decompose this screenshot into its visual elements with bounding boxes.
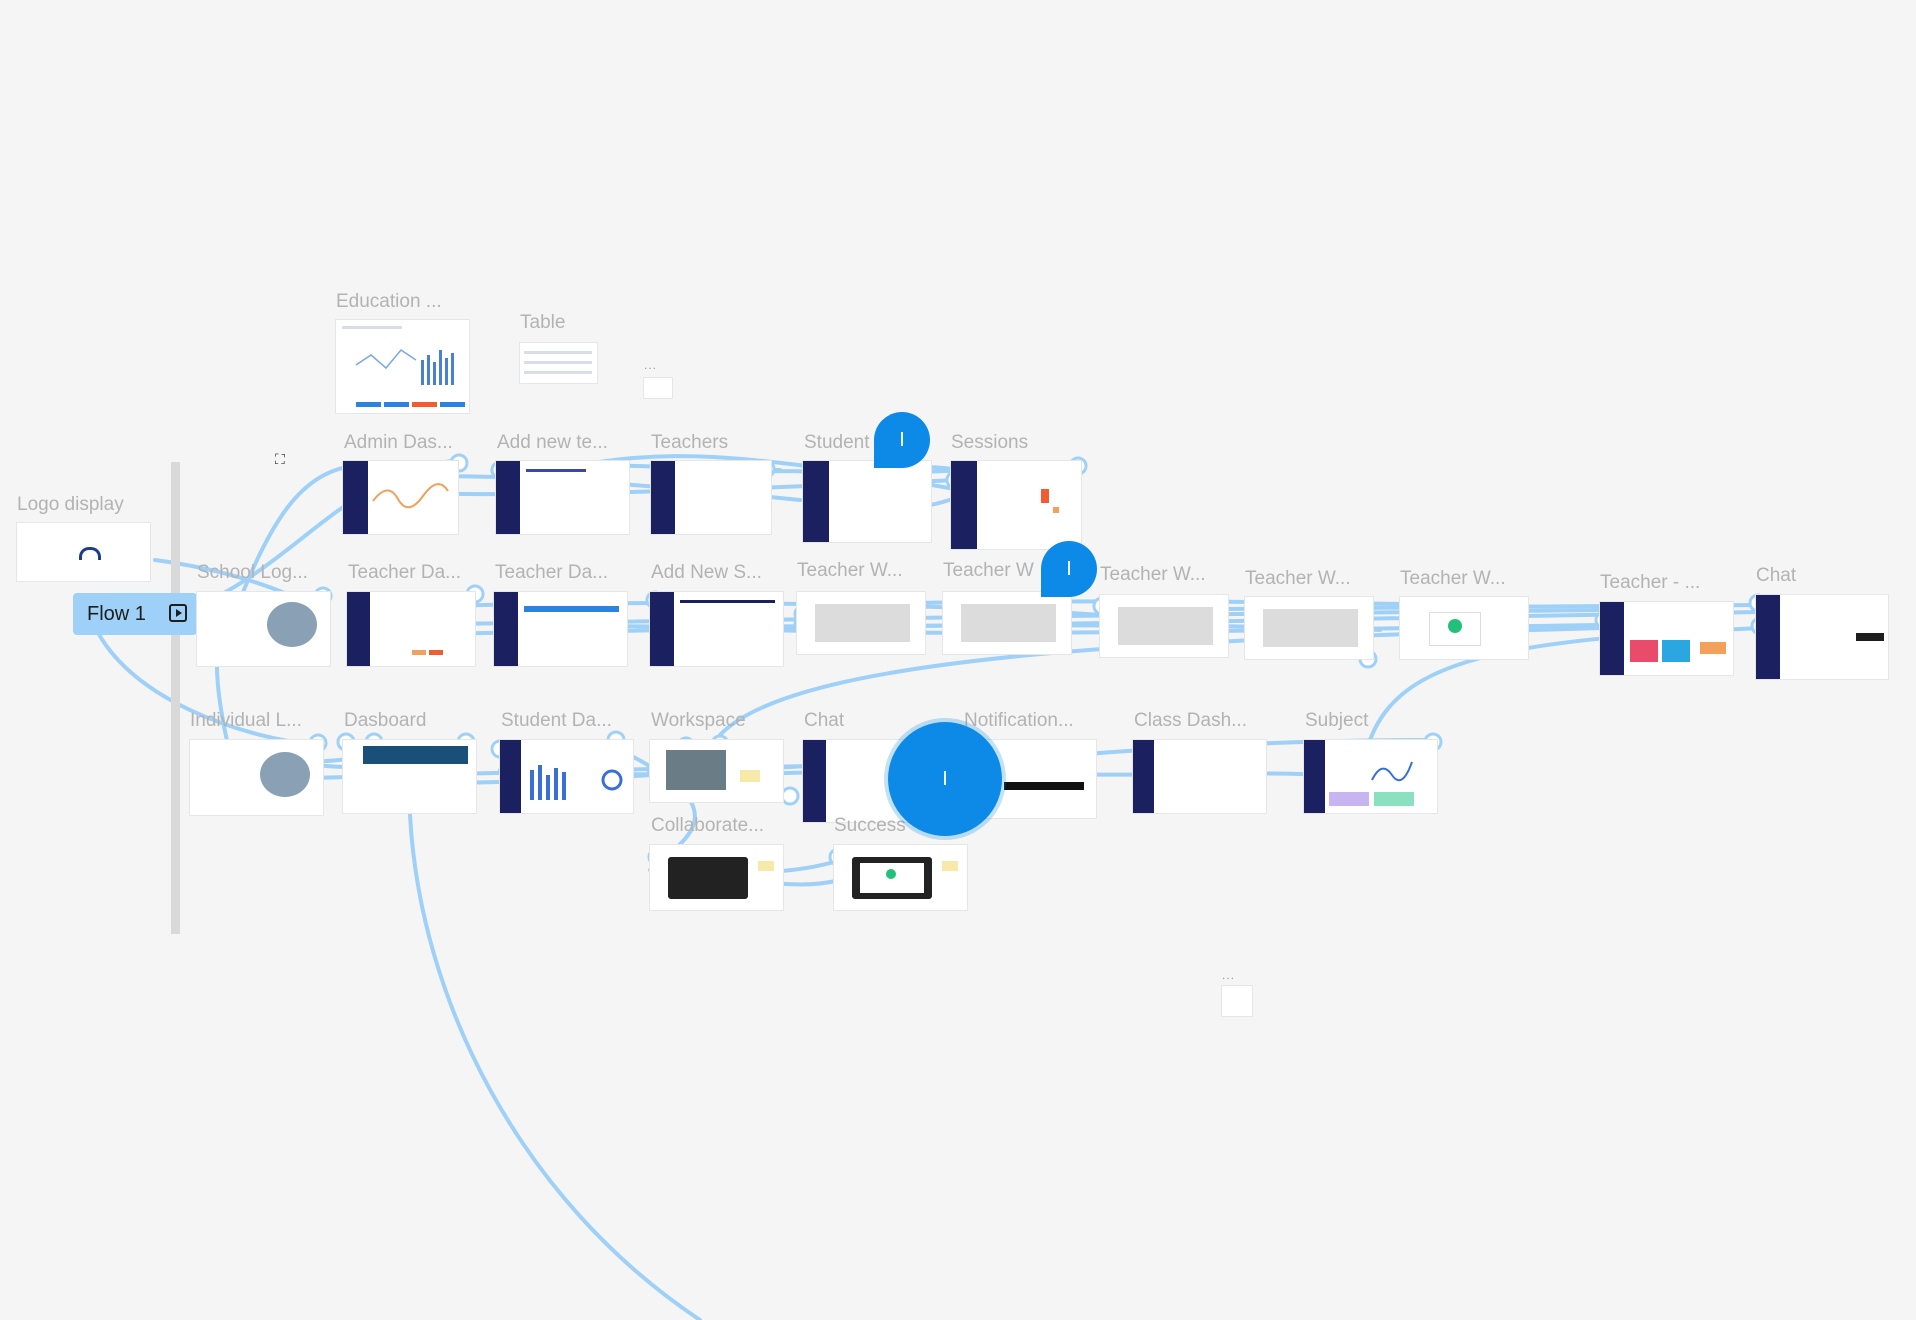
frame-label-add-new-teacher[interactable]: Add new te... [497, 432, 608, 453]
frame-teacher-dashboard-2[interactable] [494, 592, 627, 666]
frame-teacher-dashboard-1[interactable] [347, 592, 475, 666]
frame-label-school-login[interactable]: School Log... [197, 562, 308, 583]
frame-label-workspace[interactable]: Workspace [651, 710, 746, 731]
frame-label-students[interactable]: Student [804, 432, 870, 453]
frame-table[interactable] [520, 343, 597, 383]
frame-label-subject[interactable]: Subject [1305, 710, 1369, 731]
frame-label-teacher-dash[interactable]: Teacher - ... [1600, 572, 1701, 593]
frame-school-login[interactable] [197, 592, 330, 666]
frame-class-dashboard[interactable] [1133, 740, 1266, 813]
frame-label-success[interactable]: Success [834, 815, 906, 836]
frame-logo-display[interactable] [17, 523, 150, 581]
frame-label-chat-top[interactable]: Chat [1756, 565, 1797, 586]
frame-teacher-w-2[interactable] [943, 592, 1071, 654]
section-divider [171, 462, 180, 934]
frame-teacher-w-1[interactable] [797, 592, 925, 654]
frame-label-individual-login[interactable]: Individual L... [190, 710, 302, 731]
frame-workspace[interactable] [650, 740, 783, 802]
frame-label-sessions[interactable]: Sessions [951, 432, 1029, 453]
play-frame-icon[interactable] [169, 604, 187, 622]
frame-label-table[interactable]: Table [520, 312, 566, 333]
frame-add-new-student[interactable] [650, 592, 783, 666]
frame-label-collaborate[interactable]: Collaborate... [651, 815, 765, 836]
frame-label-class-dashboard[interactable]: Class Dash... [1134, 710, 1247, 731]
frame-label-student-dashboard[interactable]: Student Da... [501, 710, 612, 731]
frame-student-dashboard[interactable] [500, 740, 633, 813]
frame-mini[interactable] [1222, 986, 1252, 1016]
frame-success[interactable] [834, 845, 967, 910]
frame-label-teacher-dashboard-2[interactable]: Teacher Da... [495, 562, 608, 583]
frame-label-small[interactable]: ... [644, 358, 658, 372]
frame-label-teacher-w-5[interactable]: Teacher W... [1400, 568, 1506, 589]
frame-label-teacher-w-3[interactable]: Teacher W... [1100, 564, 1206, 585]
frame-label-admin-dashboard[interactable]: Admin Das... [344, 432, 453, 453]
frame-label-teacher-w-2[interactable]: Teacher W [943, 560, 1034, 581]
frame-label-education[interactable]: Education ... [336, 291, 442, 312]
frame-label-chat-mid[interactable]: Chat [804, 710, 845, 731]
frame-label-mini[interactable]: ... [1222, 968, 1236, 982]
frame-add-new-teacher[interactable] [496, 461, 629, 534]
frame-sessions[interactable] [951, 461, 1081, 549]
frame-teacher-w-3[interactable] [1100, 595, 1228, 657]
frame-subject[interactable] [1304, 740, 1437, 813]
frame-teacher-w-5[interactable] [1400, 597, 1528, 659]
frame-teacher-w-4[interactable] [1245, 597, 1373, 659]
flow-label: Flow 1 [87, 602, 146, 625]
frame-label-teacher-w-1[interactable]: Teacher W... [797, 560, 903, 581]
collaborator-cursor: I [1041, 541, 1097, 597]
frame-label-add-new-student[interactable]: Add New S... [651, 562, 762, 583]
frame-dasboard[interactable] [343, 740, 476, 813]
frame-education[interactable] [336, 320, 469, 413]
frame-small[interactable] [644, 378, 672, 398]
frame-label-logo-display[interactable]: Logo display [17, 494, 124, 515]
frame-individual-login[interactable] [190, 740, 323, 815]
expand-icon[interactable]: ⛶ [275, 451, 285, 467]
flow-starting-point[interactable]: Flow 1 [73, 593, 197, 635]
frame-label-teacher-w-4[interactable]: Teacher W... [1245, 568, 1351, 589]
collaborator-cursor: I [888, 722, 1002, 836]
frame-admin-dashboard[interactable] [343, 461, 458, 534]
frame-teacher-dash[interactable] [1600, 602, 1733, 675]
frame-label-dasboard[interactable]: Dasboard [344, 710, 427, 731]
frame-teachers[interactable] [651, 461, 771, 534]
frame-chat-top[interactable] [1756, 595, 1888, 679]
frame-label-notification[interactable]: Notification... [964, 710, 1074, 731]
frame-students[interactable] [803, 461, 931, 542]
frame-label-teacher-dashboard-1[interactable]: Teacher Da... [348, 562, 461, 583]
collaborator-cursor: I [874, 412, 930, 468]
frame-collaborate[interactable] [650, 845, 783, 910]
frame-label-teachers[interactable]: Teachers [651, 432, 729, 453]
